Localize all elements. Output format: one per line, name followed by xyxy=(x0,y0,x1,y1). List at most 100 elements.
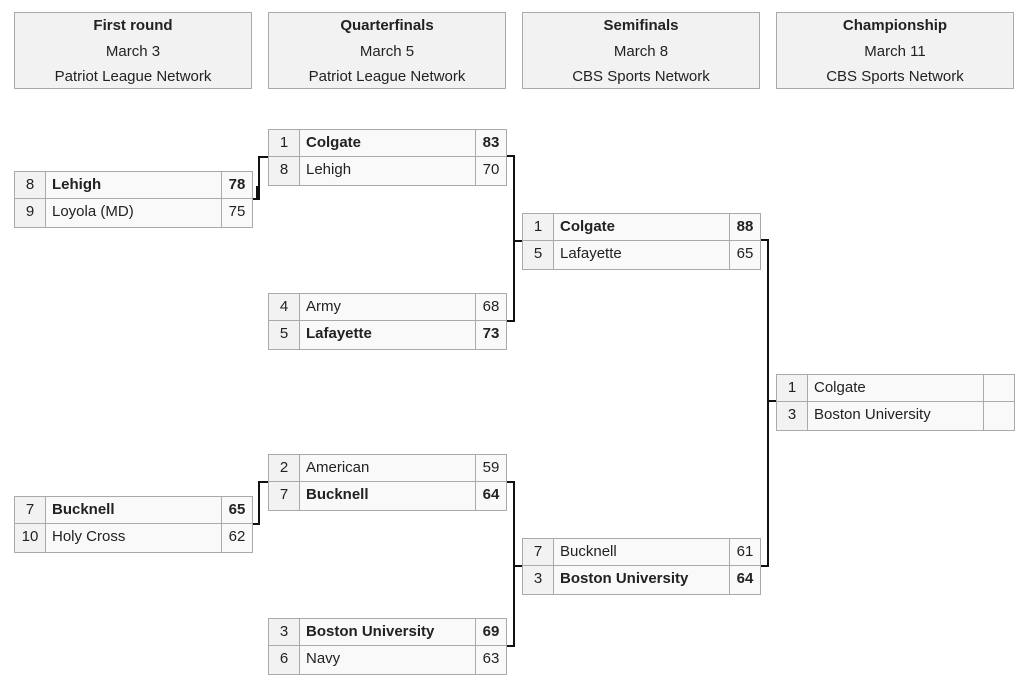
team-row: 10 Holy Cross 62 xyxy=(14,524,253,553)
round-date: March 11 xyxy=(864,42,926,60)
team-row: 8 Lehigh 78 xyxy=(14,171,253,199)
seed: 8 xyxy=(15,172,46,198)
score: 73 xyxy=(482,325,500,342)
team-row: 6 Navy 63 xyxy=(268,646,507,675)
bracket-connector xyxy=(507,155,515,322)
team-row: 8 Lehigh 70 xyxy=(268,157,507,186)
team-name: Lafayette xyxy=(554,241,730,269)
bracket-connector xyxy=(515,240,522,244)
score: 70 xyxy=(482,161,500,178)
seed: 3 xyxy=(523,566,554,594)
round-date: March 5 xyxy=(359,42,415,60)
seed: 1 xyxy=(523,214,554,240)
round-network: Patriot League Network xyxy=(308,68,466,85)
seed: 4 xyxy=(269,294,300,320)
team-name: Boston University xyxy=(808,402,984,430)
team-name: Boston University xyxy=(300,619,476,645)
round-header-quarterfinals: Quarterfinals March 5 Patriot League Net… xyxy=(268,12,506,89)
team-row: 1 Colgate 88 xyxy=(522,213,761,241)
seed: 1 xyxy=(269,130,300,156)
seed: 2 xyxy=(269,455,300,481)
first-round-game-2: 7 Bucknell 65 10 Holy Cross 62 xyxy=(14,496,253,553)
score: 88 xyxy=(736,218,754,235)
team-name: Colgate xyxy=(808,375,984,401)
score: 62 xyxy=(228,528,246,545)
quarterfinal-game-2: 4 Army 68 5 Lafayette 73 xyxy=(268,293,507,350)
team-name: Bucknell xyxy=(46,497,222,523)
round-date: March 3 xyxy=(105,42,161,60)
team-name: Holy Cross xyxy=(46,524,222,552)
team-name: Boston University xyxy=(554,566,730,594)
round-name: First round xyxy=(93,17,173,34)
championship-game: 1 Colgate 3 Boston University xyxy=(776,374,1015,431)
round-date: March 8 xyxy=(613,42,669,60)
team-name: Lafayette xyxy=(300,321,476,349)
seed: 7 xyxy=(269,482,300,510)
seed: 3 xyxy=(269,619,300,645)
team-row: 5 Lafayette 73 xyxy=(268,321,507,350)
bracket-connector xyxy=(253,523,258,527)
score: 65 xyxy=(228,501,246,518)
seed: 7 xyxy=(15,497,46,523)
round-name: Semifinals xyxy=(603,17,679,34)
team-row: 7 Bucknell 65 xyxy=(14,496,253,524)
score: 69 xyxy=(482,623,500,640)
first-round-game-1: 8 Lehigh 78 9 Loyola (MD) 75 xyxy=(14,171,253,228)
quarterfinal-game-1: 1 Colgate 83 8 Lehigh 70 xyxy=(268,129,507,186)
score xyxy=(984,402,1014,430)
team-name: American xyxy=(300,455,476,481)
team-name: Lehigh xyxy=(46,172,222,198)
round-header-semifinals: Semifinals March 8 CBS Sports Network xyxy=(522,12,760,89)
team-name: Colgate xyxy=(554,214,730,240)
team-row: 7 Bucknell 64 xyxy=(268,482,507,511)
score: 78 xyxy=(228,176,246,193)
team-name: Bucknell xyxy=(554,539,730,565)
score: 68 xyxy=(482,298,500,315)
quarterfinal-game-3: 2 American 59 7 Bucknell 64 xyxy=(268,454,507,511)
team-row: 1 Colgate 83 xyxy=(268,129,507,157)
team-name: Bucknell xyxy=(300,482,476,510)
team-name: Lehigh xyxy=(300,157,476,185)
team-row: 9 Loyola (MD) 75 xyxy=(14,199,253,228)
bracket-connector xyxy=(253,198,258,202)
team-row: 3 Boston University xyxy=(776,402,1015,431)
seed: 5 xyxy=(269,321,300,349)
seed: 7 xyxy=(523,539,554,565)
round-network: CBS Sports Network xyxy=(572,68,710,85)
round-name: Championship xyxy=(842,17,948,34)
score: 59 xyxy=(482,459,500,476)
quarterfinal-game-4: 3 Boston University 69 6 Navy 63 xyxy=(268,618,507,675)
round-name: Quarterfinals xyxy=(340,17,434,34)
score: 64 xyxy=(736,570,754,587)
team-name: Colgate xyxy=(300,130,476,156)
round-network: CBS Sports Network xyxy=(826,68,964,85)
seed: 8 xyxy=(269,157,300,185)
semifinal-game-2: 7 Bucknell 61 3 Boston University 64 xyxy=(522,538,761,595)
team-name: Army xyxy=(300,294,476,320)
team-name: Loyola (MD) xyxy=(46,199,222,227)
team-name: Navy xyxy=(300,646,476,674)
bracket-connector xyxy=(258,156,268,200)
seed: 10 xyxy=(15,524,46,552)
team-row: 7 Bucknell 61 xyxy=(522,538,761,566)
score xyxy=(984,375,1014,401)
seed: 1 xyxy=(777,375,808,401)
bracket-connector xyxy=(769,400,776,404)
score: 63 xyxy=(482,650,500,667)
score: 83 xyxy=(482,134,500,151)
team-row: 1 Colgate xyxy=(776,374,1015,402)
seed: 3 xyxy=(777,402,808,430)
team-row: 3 Boston University 69 xyxy=(268,618,507,646)
score: 61 xyxy=(736,543,754,560)
bracket-connector xyxy=(515,565,522,569)
team-row: 3 Boston University 64 xyxy=(522,566,761,595)
team-row: 2 American 59 xyxy=(268,454,507,482)
round-header-first-round: First round March 3 Patriot League Netwo… xyxy=(14,12,252,89)
semifinal-game-1: 1 Colgate 88 5 Lafayette 65 xyxy=(522,213,761,270)
team-row: 5 Lafayette 65 xyxy=(522,241,761,270)
seed: 5 xyxy=(523,241,554,269)
bracket-connector xyxy=(761,239,769,567)
score: 75 xyxy=(228,203,246,220)
team-row: 4 Army 68 xyxy=(268,293,507,321)
seed: 9 xyxy=(15,199,46,227)
